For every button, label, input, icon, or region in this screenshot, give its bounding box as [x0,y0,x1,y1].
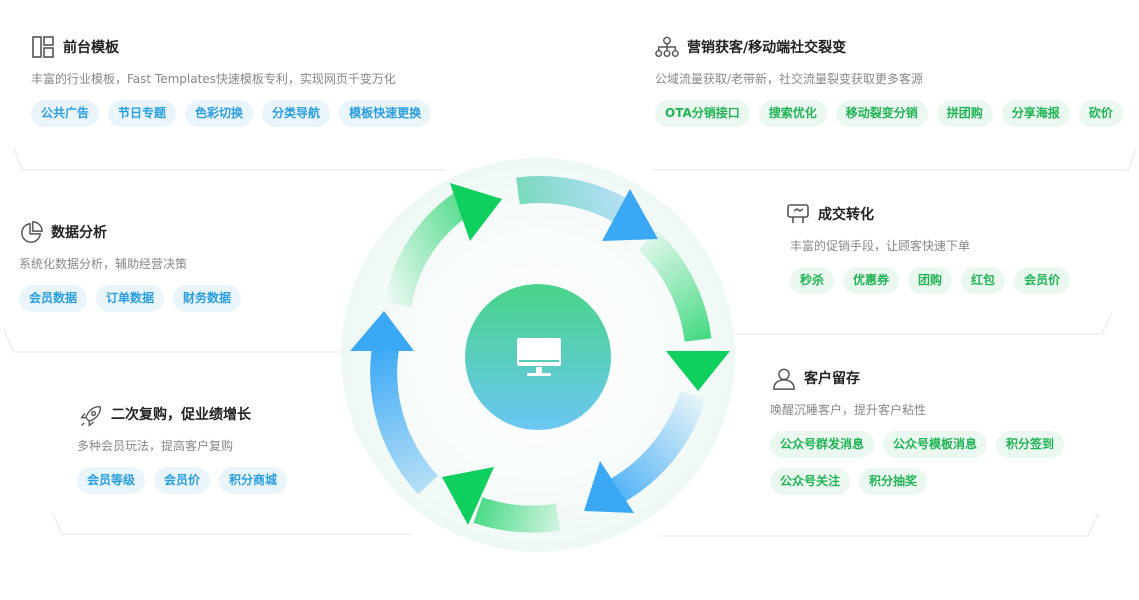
network-icon [655,35,679,59]
feature-tag[interactable]: 红包 [961,267,1006,294]
feature-tag[interactable]: 公众号关注 [770,468,851,495]
feature-tag[interactable]: 分享海报 [1001,100,1070,127]
section-title: 营销获客/移动端社交裂变 [687,40,847,56]
feature-tag[interactable]: 公众号模板消息 [883,431,988,458]
feature-tag[interactable]: 节日专题 [108,100,177,127]
feature-tag[interactable]: 优惠券 [843,267,900,294]
user-icon [772,366,796,390]
section-title: 数据分析 [51,225,107,241]
section-desc: 唤醒沉睡客户，提升客户粘性 [770,403,927,417]
feature-tag[interactable]: 积分签到 [996,431,1065,458]
feature-tag[interactable]: 拼团购 [936,100,993,127]
feature-tag[interactable]: 财务数据 [173,285,242,312]
feature-tag[interactable]: 模板快速更换 [339,100,432,127]
feature-tag[interactable]: 会员价 [154,467,211,494]
section-conversion: 成交转化 丰富的促销手段，让顾客快速下单 秒杀 优惠券 团购 红包 会员价 [786,200,1071,294]
feature-tag[interactable]: 秒杀 [790,267,835,294]
feature-tag[interactable]: 搜索优化 [758,100,827,127]
section-desc: 公域流量获取/老带新，社交流量裂变获取更多客源 [655,72,924,86]
feature-tag[interactable]: 积分抽奖 [859,468,928,495]
section-desc: 系统化数据分析，辅助经营决策 [19,257,188,271]
section-title: 二次复购，促业绩增长 [111,407,251,423]
feature-tag[interactable]: 公共广告 [31,100,100,127]
pie-chart-icon [19,220,43,244]
section-title: 客户留存 [804,371,860,387]
feature-tag[interactable]: 积分商城 [219,467,288,494]
rocket-icon [79,402,103,427]
section-title: 前台模板 [63,40,119,56]
feature-tag[interactable]: 移动裂变分销 [835,100,928,127]
section-desc: 多种会员玩法，提高客户复购 [77,439,234,453]
section-retention: 客户留存 唤醒沉睡客户，提升客户粘性 公众号群发消息 公众号模板消息 积分签到 … [770,364,1100,495]
section-analytics: 数据分析 系统化数据分析，辅助经营决策 会员数据 订单数据 财务数据 [19,218,242,312]
feature-tag[interactable]: 公众号群发消息 [770,431,875,458]
section-desc: 丰富的促销手段，让顾客快速下单 [790,239,971,253]
handshake-icon [786,202,810,226]
monitor-icon [517,338,561,376]
feature-tag[interactable]: 色彩切换 [185,100,254,127]
feature-tag[interactable]: 砍价 [1078,100,1123,127]
feature-tag[interactable]: 会员等级 [77,467,146,494]
section-marketing: 营销获客/移动端社交裂变 公域流量获取/老带新，社交流量裂变获取更多客源 OTA… [655,33,1139,127]
section-repurchase: 二次复购，促业绩增长 多种会员玩法，提高客户复购 会员等级 会员价 积分商城 [77,400,288,494]
feature-tag[interactable]: 会员价 [1014,267,1071,294]
cycle-arrowheads [350,183,730,525]
section-frontend: 前台模板 丰富的行业模板，Fast Templates快速模板专利，实现网页千变… [31,33,432,127]
feature-tag[interactable]: 会员数据 [19,285,88,312]
section-title: 成交转化 [818,207,874,223]
section-desc: 丰富的行业模板，Fast Templates快速模板专利，实现网页千变万化 [31,72,396,86]
cycle-diagram [341,158,735,552]
feature-tag[interactable]: 订单数据 [96,285,165,312]
feature-tag[interactable]: OTA分销接口 [655,100,750,127]
feature-tag[interactable]: 团购 [908,267,953,294]
layout-grid-icon [31,35,55,59]
feature-tag[interactable]: 分类导航 [262,100,331,127]
